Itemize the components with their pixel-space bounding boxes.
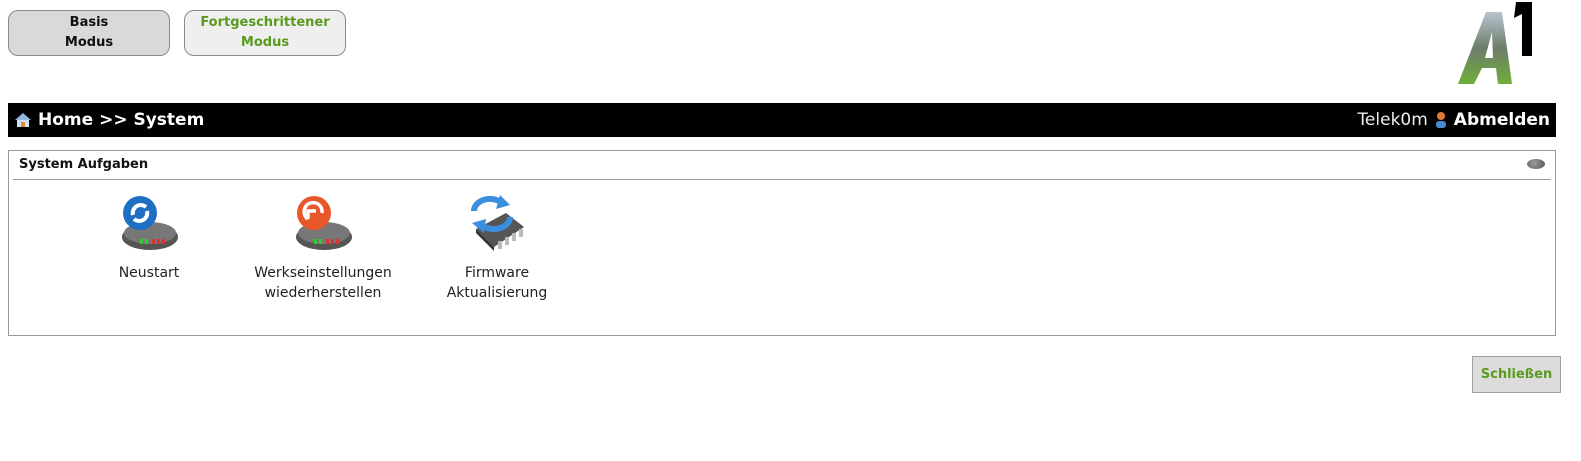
- factory-reset-router-icon: [296, 196, 352, 250]
- task-label-firmware-1: Firmware: [464, 265, 530, 281]
- task-label-firmware-2: Aktualisierung: [446, 285, 548, 301]
- advanced-mode-label-1: Fortgeschrittener: [200, 15, 330, 30]
- username: Telek0m: [1357, 110, 1428, 130]
- home-icon[interactable]: [14, 112, 32, 128]
- logout-link[interactable]: Abmelden: [1453, 110, 1550, 130]
- collapse-icon[interactable]: [1527, 159, 1545, 169]
- close-button[interactable]: Schließen: [1472, 356, 1561, 393]
- task-label-factory-reset-2: wiederherstellen: [264, 285, 382, 301]
- task-reboot[interactable]: Neustart: [64, 193, 234, 283]
- task-factory-reset[interactable]: Werkseinstellungen wiederherstellen: [238, 193, 408, 303]
- reboot-router-icon: [122, 196, 178, 250]
- header-bar: Home >> System Telek0m Abmelden: [8, 103, 1556, 137]
- a1-logo: [1458, 2, 1532, 84]
- user-icon: [1435, 112, 1446, 128]
- basic-mode-label-1: Basis: [69, 15, 109, 30]
- divider: [13, 179, 1551, 180]
- basic-mode-label-2: Modus: [64, 35, 114, 50]
- task-label-factory-reset-1: Werkseinstellungen: [254, 265, 392, 281]
- system-tasks-panel: System Aufgaben Neustart Werkseinstellun…: [8, 150, 1556, 336]
- breadcrumb[interactable]: Home >> System: [38, 110, 205, 130]
- advanced-mode-label-2: Modus: [240, 35, 290, 50]
- task-firmware-update[interactable]: Firmware Aktualisierung: [412, 193, 582, 303]
- panel-title: System Aufgaben: [19, 157, 149, 172]
- firmware-chip-icon: [470, 195, 524, 251]
- task-label-reboot: Neustart: [118, 265, 180, 281]
